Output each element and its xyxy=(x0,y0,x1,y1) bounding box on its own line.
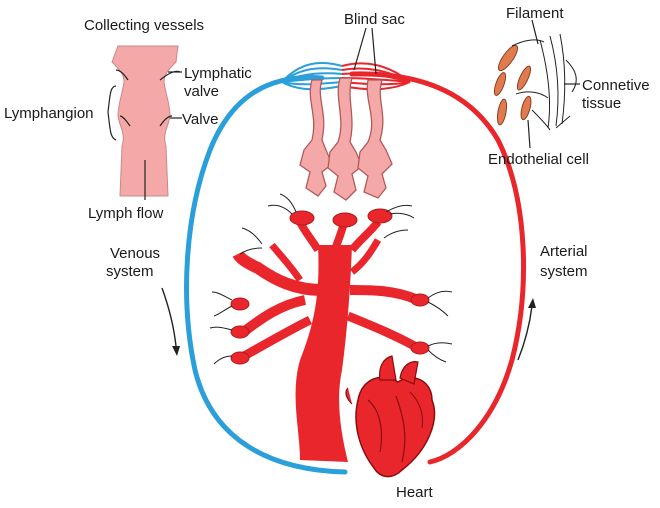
label-lymphangion: Lymphangion xyxy=(4,105,94,122)
venous-vessel xyxy=(184,75,348,475)
label-connective-tissue-line2: tissue xyxy=(582,95,621,112)
label-venous-system-line2: system xyxy=(106,263,154,280)
endothelial-cell-pointer xyxy=(527,119,531,149)
label-heart: Heart xyxy=(396,484,434,501)
blind-sac-pointer-1 xyxy=(353,27,367,71)
label-connective-tissue-line1: Connetive xyxy=(582,77,650,94)
filament-pointer xyxy=(531,19,539,45)
endothelial-cells xyxy=(493,44,532,126)
label-venous-system-line1: Venous xyxy=(110,245,160,262)
arterial-flow-arrow xyxy=(517,298,536,361)
label-lymphatic-valve-line1: Lymphatic xyxy=(184,65,252,82)
lymphangion-brace xyxy=(107,85,117,141)
label-blind-sac: Blind sac xyxy=(344,11,405,28)
label-filament: Filament xyxy=(506,5,564,22)
collecting-vessel xyxy=(111,45,181,197)
blind-sac-pointer-2 xyxy=(371,27,377,75)
label-arterial-system-line2: system xyxy=(540,263,588,280)
lymph-vessels xyxy=(299,77,393,201)
heart-icon xyxy=(345,355,436,478)
label-lymphatic-valve-line2: valve xyxy=(184,83,219,100)
label-endothelial-cell: Endothelial cell xyxy=(488,151,589,168)
lymph-nodes xyxy=(230,208,430,365)
label-lymph-flow: Lymph flow xyxy=(88,205,163,222)
label-arterial-system-line1: Arterial xyxy=(540,243,588,260)
label-collecting-vessels: Collecting vessels xyxy=(84,17,204,34)
venous-flow-arrow xyxy=(161,287,180,356)
capillary-hairs xyxy=(209,193,453,365)
label-valve: Valve xyxy=(182,111,218,128)
arterial-vessel xyxy=(349,71,526,465)
filaments xyxy=(511,33,577,131)
